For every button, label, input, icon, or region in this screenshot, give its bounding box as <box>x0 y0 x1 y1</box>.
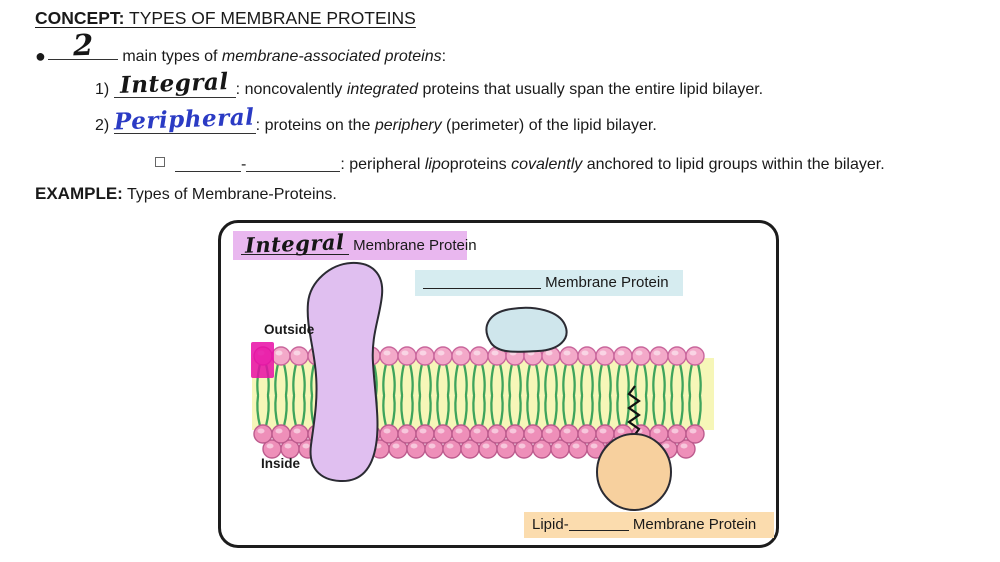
handwritten-count: 2 <box>72 27 94 63</box>
peripheral-protein-shape <box>485 306 568 353</box>
item1-text-pre: : noncovalently <box>235 81 347 98</box>
bullet-text: main types of <box>117 48 222 65</box>
bullet-colon: : <box>441 48 447 65</box>
example-label: EXAMPLE: <box>35 184 123 203</box>
membrane-diagram-svg <box>251 261 714 511</box>
sub-text-pre: : peripheral <box>340 156 425 173</box>
blank-sub1 <box>175 152 241 172</box>
item2-text-post: (perimeter) of the lipid bilayer. <box>441 117 657 134</box>
sub-italic-lipo: lipo <box>424 156 450 173</box>
concept-label: CONCEPT: <box>35 8 125 28</box>
example-text: Types of Membrane-Proteins. <box>122 186 337 203</box>
sub-text-post: anchored to lipid groups within the bila… <box>582 156 885 173</box>
blank-item2: Peripheral <box>113 104 256 135</box>
magenta-highlight <box>251 342 274 378</box>
concept-text: TYPES OF MEMBRANE PROTEINS <box>124 8 416 28</box>
square-bullet-icon <box>155 157 165 167</box>
list-item-peripheral: 2) Peripheral: proteins on the periphery… <box>95 104 657 136</box>
zigzag-lipid-anchor <box>627 385 641 437</box>
blank-item1: Integral <box>113 68 236 99</box>
handwritten-integral: Integral <box>119 68 230 99</box>
blank-count: 2 <box>47 28 118 62</box>
label-lipid-prefix: Lipid- <box>532 516 569 533</box>
blank-sub2 <box>246 152 341 172</box>
sub-item-lipid-anchored: - : peripheral lipoproteins covalently an… <box>155 152 885 174</box>
label-peripheral-membrane-protein: Membrane Protein <box>415 270 683 296</box>
label-integral-text: Membrane Protein <box>349 237 477 254</box>
item1-text-post: proteins that usually span the entire li… <box>418 81 764 98</box>
label-lipid-blank <box>568 516 629 531</box>
label-lipid-anchored-membrane-protein: Lipid- Membrane Protein <box>524 512 774 538</box>
sub-hyphen: - <box>241 156 247 173</box>
label-peripheral-blank <box>423 274 541 289</box>
label-integral-blank: Integral <box>241 229 349 258</box>
list-item-integral: 1) Integral : noncovalently integrated pr… <box>95 68 764 99</box>
item2-italic: periphery <box>374 117 442 134</box>
item1-number: 1) <box>95 81 114 98</box>
bullet-line: ● 2 main types of membrane-associated pro… <box>35 28 447 67</box>
label-lipid-text: Membrane Protein <box>628 516 757 533</box>
membrane-diagram: Integral Membrane Protein Membrane Prote… <box>218 220 779 548</box>
outside-label: Outside <box>264 322 315 337</box>
page-title: CONCEPT: TYPES OF MEMBRANE PROTEINS <box>35 8 416 29</box>
example-line: EXAMPLE: Types of Membrane-Proteins. <box>35 184 337 204</box>
item2-text-pre: : proteins on the <box>255 117 375 134</box>
sub-italic-covalently: covalently <box>511 156 583 173</box>
bullet-italic-text: membrane-associated proteins <box>221 48 442 65</box>
bullet-icon: ● <box>35 46 46 66</box>
integral-protein-shape <box>306 261 384 483</box>
item2-number: 2) <box>95 117 114 134</box>
label-integral-membrane-protein: Integral Membrane Protein <box>233 229 477 260</box>
handwritten-integral-label: Integral <box>244 229 346 258</box>
label-peripheral-text: Membrane Protein <box>541 274 669 291</box>
sub-text-mid: proteins <box>449 156 512 173</box>
lipid-heads-bottom <box>253 424 705 459</box>
inside-label: Inside <box>261 456 301 471</box>
handwritten-peripheral: Peripheral <box>114 103 256 136</box>
lipid-anchored-protein-shape <box>596 433 672 511</box>
item1-italic: integrated <box>346 81 419 98</box>
